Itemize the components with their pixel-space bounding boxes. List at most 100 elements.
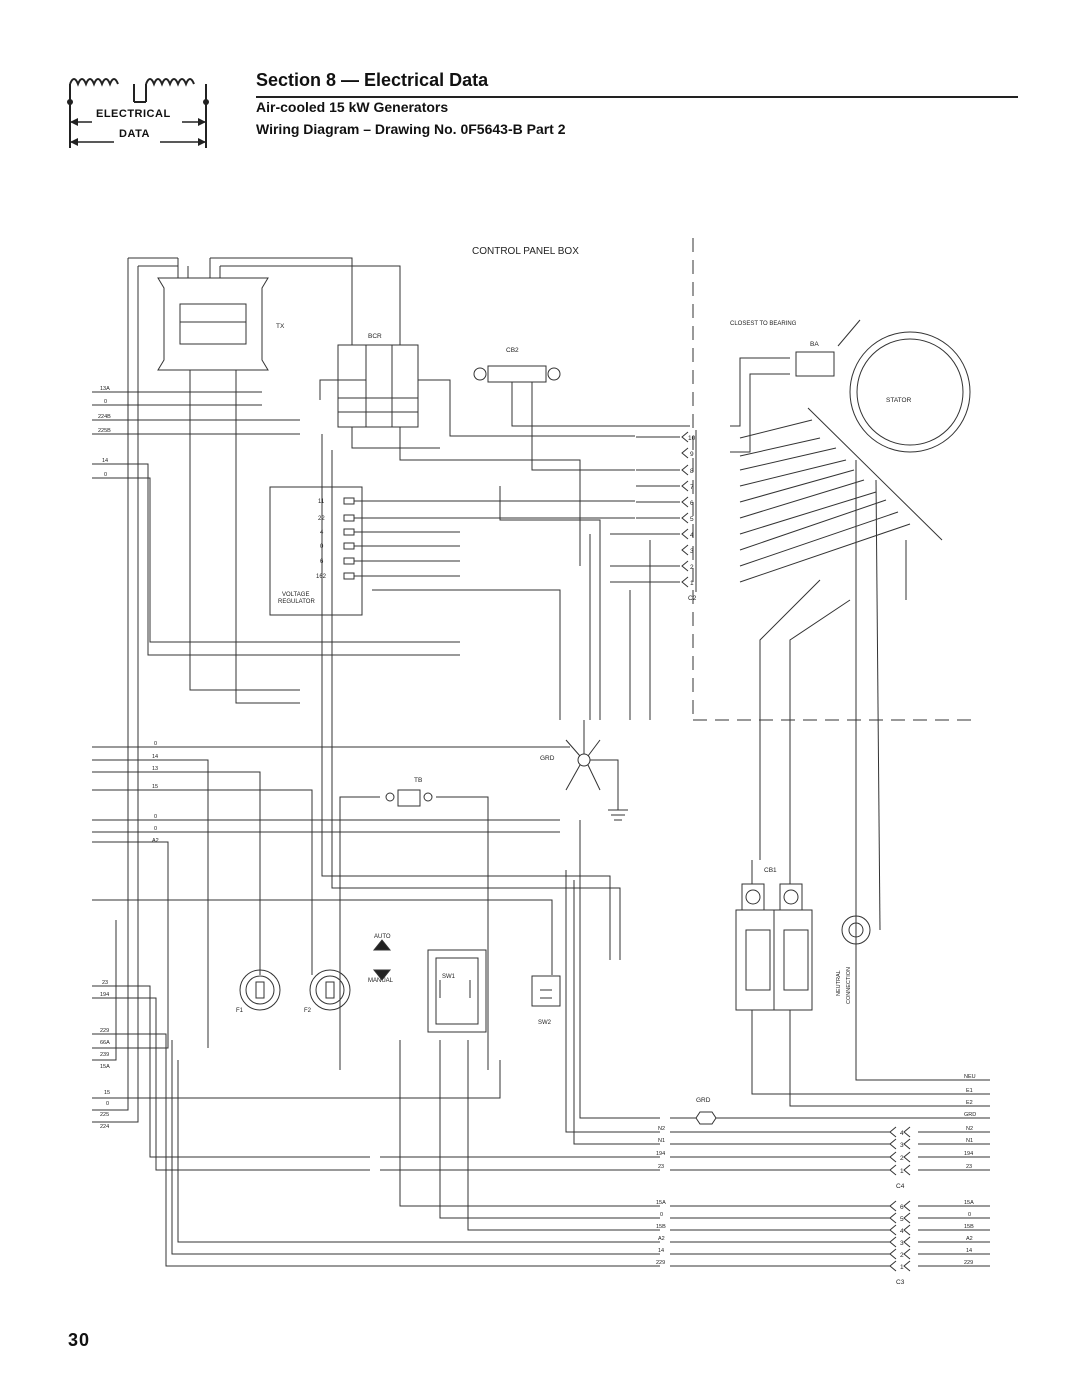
terminal-label: 23 bbox=[966, 1164, 972, 1170]
c2-pin-label: 4 bbox=[690, 532, 694, 539]
wire-label: 0 bbox=[154, 814, 157, 820]
wire-label: 225B bbox=[98, 428, 111, 434]
closest-to-bearing-label: CLOSEST TO BEARING bbox=[730, 321, 797, 327]
cb1-label: CB1 bbox=[764, 867, 777, 874]
neutral-label-1: NEUTRAL bbox=[836, 970, 842, 996]
title-rule bbox=[256, 96, 1018, 98]
grd-terminal-label: GRD bbox=[696, 1097, 711, 1104]
wire-label: 194 bbox=[656, 1151, 665, 1157]
c2-pin-label: 8 bbox=[690, 468, 694, 475]
wire-label: 229 bbox=[100, 1028, 109, 1034]
wire-label: 15A bbox=[656, 1200, 666, 1206]
wire-label: 0 bbox=[106, 1101, 109, 1107]
wire-label: 0 bbox=[104, 472, 107, 478]
wire-label: 23 bbox=[102, 980, 108, 986]
c2-pin-label: 1 bbox=[690, 580, 694, 587]
wire-label: 13 bbox=[152, 766, 158, 772]
terminal-label: GRD bbox=[964, 1112, 976, 1118]
tx-label: TX bbox=[276, 323, 285, 330]
auto-label: AUTO bbox=[374, 934, 391, 940]
wire-label: 66A bbox=[100, 1040, 110, 1046]
terminal-label: 194 bbox=[964, 1151, 973, 1157]
wire-label: 0 bbox=[154, 741, 157, 747]
c2-pin-label: 2 bbox=[690, 564, 694, 571]
page-number: 30 bbox=[68, 1330, 91, 1350]
electrical-data-logo bbox=[67, 78, 209, 148]
wire-label: 15B bbox=[656, 1224, 666, 1230]
vr-terminal-label: 11 bbox=[318, 499, 325, 505]
wire-label: N2 bbox=[658, 1126, 665, 1132]
ba-label: BA bbox=[810, 341, 819, 348]
terminal-label: E2 bbox=[966, 1100, 973, 1106]
cb2-label: CB2 bbox=[506, 347, 519, 354]
grd-label: GRD bbox=[540, 755, 555, 762]
wire-label: 14 bbox=[966, 1248, 972, 1254]
wire-label: A2 bbox=[152, 838, 159, 844]
terminal-label: NEU bbox=[964, 1074, 976, 1080]
c2-pin-label: 6 bbox=[690, 500, 694, 507]
c4-pin-label: 1 bbox=[900, 1168, 904, 1175]
f2-label: F2 bbox=[304, 1008, 312, 1014]
f1-label: F1 bbox=[236, 1008, 244, 1014]
wire-label: 13A bbox=[100, 386, 110, 392]
wire-label: 15 bbox=[104, 1090, 110, 1096]
wire-label: 194 bbox=[100, 992, 109, 998]
wire-label: 23 bbox=[658, 1164, 664, 1170]
vr-terminal-label: 0 bbox=[320, 544, 324, 550]
vr-terminal-label: 22 bbox=[318, 516, 325, 522]
c2-pin-label: 3 bbox=[690, 548, 694, 555]
wire-label: 224B bbox=[98, 414, 111, 420]
c2-pin-label: 10 bbox=[688, 435, 696, 442]
terminal-label: N2 bbox=[966, 1126, 973, 1132]
wire-label: A2 bbox=[966, 1236, 973, 1242]
wire-label: 229 bbox=[656, 1260, 665, 1266]
wire-label: 229 bbox=[964, 1260, 973, 1266]
logo-text-data: DATA bbox=[119, 128, 150, 140]
wire-label: 14 bbox=[102, 458, 108, 464]
neutral-label-2: CONNECTION bbox=[846, 967, 852, 1004]
wire-label: 14 bbox=[152, 754, 158, 760]
wire-label: 15 bbox=[152, 784, 158, 790]
c4-pin-label: 4 bbox=[900, 1130, 904, 1137]
bcr-label: BCR bbox=[368, 333, 382, 340]
c3-pin-label: 1 bbox=[900, 1264, 904, 1271]
c3-pin-label: 2 bbox=[900, 1252, 904, 1259]
c2-pin-label: 9 bbox=[690, 451, 694, 458]
subtitle-drawing-number: Wiring Diagram – Drawing No. 0F5643-B Pa… bbox=[256, 121, 566, 137]
wire-label: 14 bbox=[658, 1248, 664, 1254]
sw2-label: SW2 bbox=[538, 1020, 552, 1026]
c3-label: C3 bbox=[896, 1279, 905, 1286]
wire-label: 15A bbox=[100, 1064, 110, 1070]
wire-label: 0 bbox=[154, 826, 157, 832]
c4-label: C4 bbox=[896, 1183, 905, 1190]
section-title: Section 8 — Electrical Data bbox=[256, 70, 489, 90]
logo-text-electrical: ELECTRICAL bbox=[96, 108, 171, 120]
manual-label: MANUAL bbox=[368, 978, 394, 984]
wire-label: 0 bbox=[968, 1212, 971, 1218]
stator-label: STATOR bbox=[886, 397, 912, 404]
c3-pin-label: 4 bbox=[900, 1228, 904, 1235]
vr-terminal-label: 162 bbox=[316, 574, 327, 580]
wire-label: 0 bbox=[104, 399, 107, 405]
voltage-regulator-label-1: VOLTAGE bbox=[282, 592, 309, 598]
voltage-regulator-label-2: REGULATOR bbox=[278, 599, 315, 605]
wire-label: 0 bbox=[660, 1212, 663, 1218]
c2-pin-label: 7 bbox=[690, 484, 694, 491]
wire-label: 15B bbox=[964, 1224, 974, 1230]
wire-label: 239 bbox=[100, 1052, 109, 1058]
control-panel-label: CONTROL PANEL BOX bbox=[472, 246, 579, 257]
wire-label: N1 bbox=[658, 1138, 665, 1144]
wire-label: 225 bbox=[100, 1112, 109, 1118]
c2-label: C2 bbox=[688, 595, 697, 602]
c4-pin-label: 3 bbox=[900, 1142, 904, 1149]
c3-pin-label: 3 bbox=[900, 1240, 904, 1247]
tb-label: TB bbox=[414, 777, 422, 784]
subtitle-generators: Air-cooled 15 kW Generators bbox=[256, 99, 449, 115]
wire-label: A2 bbox=[658, 1236, 665, 1242]
terminal-label: E1 bbox=[966, 1088, 973, 1094]
c3-pin-label: 6 bbox=[900, 1204, 904, 1211]
c4-pin-label: 2 bbox=[900, 1155, 904, 1162]
vr-terminal-label: 4 bbox=[320, 530, 324, 536]
c3-pin-label: 5 bbox=[900, 1216, 904, 1223]
